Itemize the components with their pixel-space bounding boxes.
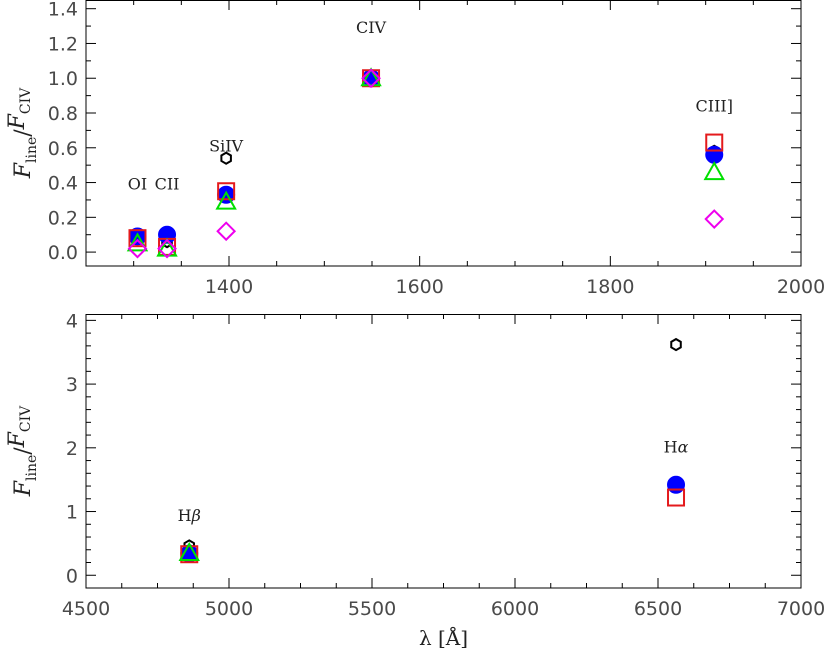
- uv-panel: 1400 1600 1800 2000 0.0 0.2 0.4 0.6 0.8 1.0 1.2 1.4…: [48, 0, 825, 298]
- data-point-circle-filled: [217, 185, 236, 204]
- x-tick-label: 6500: [634, 598, 682, 620]
- line-annotation: OI: [128, 175, 147, 194]
- data-point-hexagon-open: [220, 151, 232, 165]
- x-axis-label: λ [Å]: [419, 625, 468, 650]
- y-axis-label-part: /: [11, 447, 36, 455]
- annotation-part: α: [678, 437, 689, 456]
- line-annotation: CIII]: [696, 96, 733, 115]
- annotation-part: β: [191, 506, 201, 525]
- y-tick-label: 0.0: [48, 242, 78, 264]
- y-tick-label: 1: [66, 502, 78, 524]
- data-point-diamond-open: [127, 238, 148, 259]
- annotation-part: H: [178, 506, 192, 525]
- data-point-triangle-open: [178, 541, 200, 561]
- plot-frame: [85, 0, 802, 267]
- y-axis-label-1: Fline/FCIV: [5, 405, 40, 497]
- data-point-hexagon-open: [670, 337, 682, 352]
- line-annotation: CIV: [356, 18, 387, 37]
- y-tick-label: 0.2: [48, 207, 78, 229]
- data-point-triangle-open: [215, 190, 237, 210]
- y-tick-label: 0.6: [48, 138, 78, 160]
- x-tick-label: 4500: [62, 598, 110, 620]
- y-axis-label-part: F: [5, 431, 30, 448]
- y-tick-label: 4: [66, 310, 78, 332]
- y-tick-label: 0.8: [48, 103, 78, 125]
- x-tick-label: 2000: [777, 276, 825, 298]
- y-axis-label-0: Fline/FCIV: [5, 87, 40, 179]
- y-axis-label-part: F: [11, 162, 36, 179]
- x-tick-label: 5500: [348, 598, 396, 620]
- line-annotation: CII: [155, 175, 180, 194]
- y-tick-label: 1.2: [48, 33, 78, 55]
- data-point-diamond-open: [216, 221, 237, 242]
- data-point-square-open: [217, 182, 236, 201]
- y-axis-label-part: line: [24, 137, 40, 163]
- x-tick-label: 5000: [205, 598, 253, 620]
- y-tick-label: 0: [66, 565, 78, 587]
- data-point-triangle-open: [156, 237, 178, 257]
- annotation-part: H: [664, 437, 678, 456]
- y-tick-label: 1.4: [48, 0, 78, 21]
- y-axis-label-part: F: [5, 113, 30, 130]
- y-axis-label-part: CIV: [18, 87, 34, 114]
- data-point-triangle-open: [703, 161, 725, 181]
- line-annotation: Hβ: [178, 506, 201, 525]
- data-point-square-open: [667, 488, 686, 507]
- x-tick-label: 1400: [205, 276, 253, 298]
- y-tick-label: 1.0: [48, 68, 78, 90]
- y-tick-label: 3: [66, 374, 78, 396]
- data-point-square-open: [128, 229, 147, 248]
- y-tick-label: 2: [66, 438, 78, 460]
- data-point-diamond-open: [704, 209, 725, 229]
- data-point-diamond-open: [361, 68, 381, 89]
- y-axis-label-part: /: [11, 129, 36, 137]
- data-point-triangle-open: [360, 67, 382, 87]
- x-tick-label: 1600: [395, 276, 443, 298]
- y-axis-label-part: F: [11, 480, 36, 497]
- y-axis-label-part: line: [24, 455, 40, 481]
- data-point-square-open: [180, 545, 199, 564]
- y-tick-label: 0.4: [48, 173, 78, 195]
- x-tick-label: 1800: [586, 276, 634, 298]
- x-tick-label: 6000: [491, 598, 539, 620]
- data-point-triangle-open: [126, 232, 149, 252]
- data-point-circle-filled: [667, 475, 686, 494]
- line-annotation: Hα: [664, 437, 689, 456]
- data-point-circle-filled: [705, 145, 724, 164]
- data-point-square-open: [705, 133, 724, 152]
- y-axis-label-part: CIV: [18, 405, 34, 432]
- line-annotation: SiIV: [209, 136, 243, 155]
- x-tick-label: 7000: [777, 598, 825, 620]
- data-point-diamond-open: [157, 238, 177, 259]
